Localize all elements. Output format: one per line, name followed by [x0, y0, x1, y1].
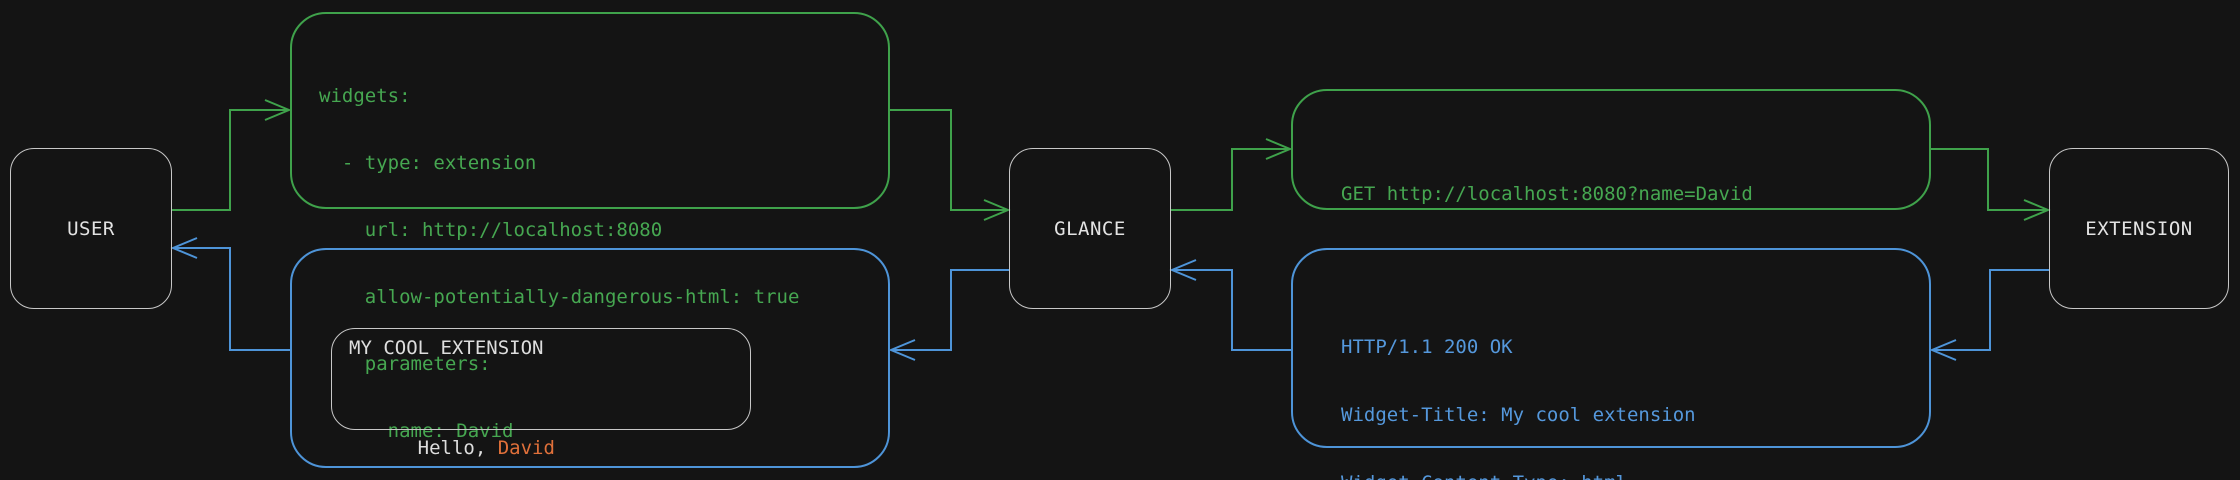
node-user: USER: [10, 148, 172, 309]
node-extension-label: EXTENSION: [2085, 217, 2193, 240]
node-glance: GLANCE: [1009, 148, 1171, 309]
config-yaml-box: [290, 12, 890, 209]
request-line: GET http://localhost:8080?name=David: [1341, 183, 1753, 205]
arrow-widget-to-user: [170, 237, 290, 351]
widget-content-frame: [331, 328, 751, 430]
greeting-name: David: [497, 437, 555, 459]
http-response-code: HTTP/1.1 200 OK Widget-Title: My cool ex…: [1341, 291, 1879, 480]
config-line: url: http://localhost:8080: [319, 219, 663, 241]
arrow-request-to-extension: [1931, 148, 2051, 221]
arrow-glance-to-request: [1171, 138, 1293, 211]
arrow-glance-to-widget: [888, 269, 1009, 361]
arrow-response-to-glance: [1169, 259, 1291, 351]
widget-preview-box: [290, 248, 890, 468]
node-user-label: USER: [67, 217, 115, 240]
arrow-extension-to-response: [1929, 269, 2049, 361]
response-line: Widget-Title: My cool extension: [1341, 404, 1696, 426]
node-extension: EXTENSION: [2049, 148, 2229, 309]
node-glance-label: GLANCE: [1054, 217, 1126, 240]
http-request-box: [1291, 89, 1931, 210]
widget-greeting: Hello, David: [349, 368, 555, 480]
arrow-user-to-config: [172, 99, 292, 211]
config-line: parameters:: [319, 353, 491, 375]
config-line: name: David: [319, 420, 514, 442]
http-request-code: GET http://localhost:8080?name=David: [1341, 138, 1753, 250]
arrow-config-to-glance: [890, 109, 1011, 221]
config-line: widgets:: [319, 85, 411, 107]
http-response-box: [1291, 248, 1931, 448]
config-line: allow-potentially-dangerous-html: true: [319, 286, 800, 308]
greeting-prefix: Hello,: [417, 437, 498, 459]
config-yaml-code: widgets: - type: extension url: http://l…: [319, 41, 799, 480]
response-line: Widget-Content-Type: html: [1341, 471, 1879, 480]
config-line: - type: extension: [319, 152, 537, 174]
response-line: HTTP/1.1 200 OK: [1341, 336, 1513, 358]
